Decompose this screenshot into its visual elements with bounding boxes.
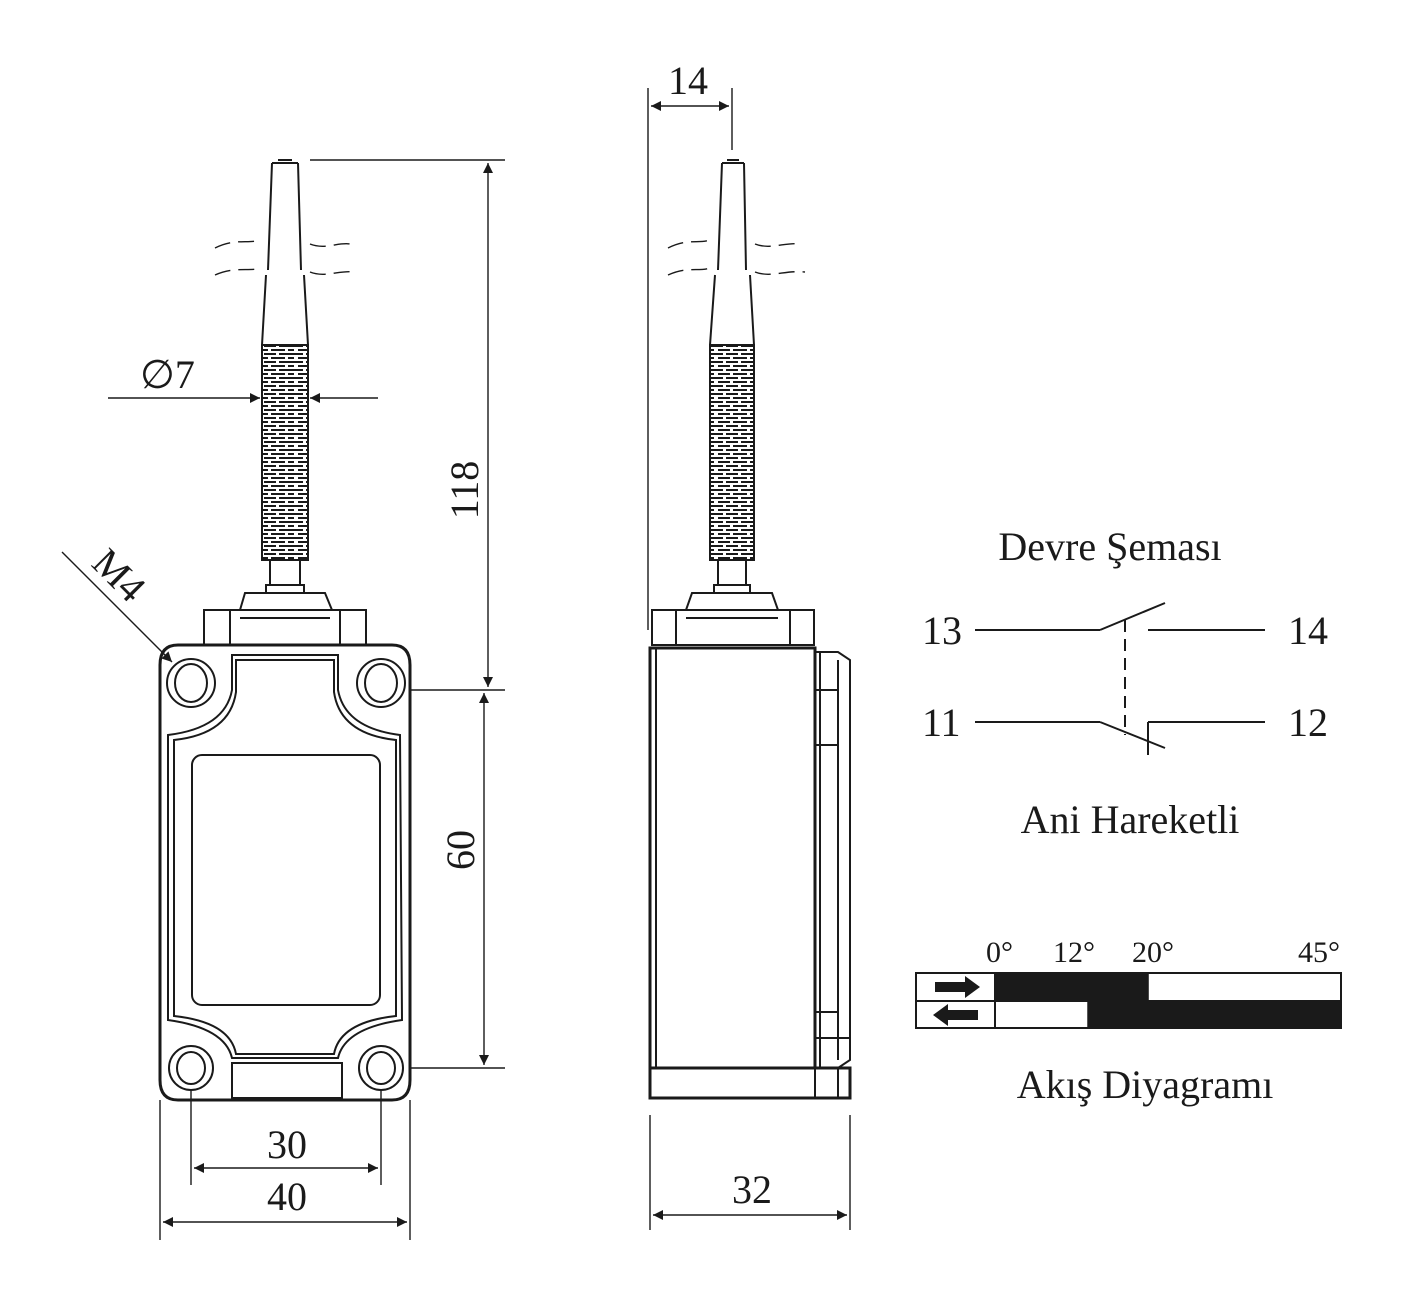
angle-label-12: 12° [1053, 936, 1095, 969]
flow-diagram: 0° 12° 20° 45° Akış Diyagramı [915, 936, 1342, 1107]
angle-label-0: 0° [986, 936, 1013, 969]
dim-32: 32 [732, 1167, 772, 1212]
return-arrow-icon [933, 1004, 978, 1026]
flow-bar-return-0 [1087, 1001, 1341, 1028]
terminal-11: 11 [922, 700, 961, 745]
dim-60: 60 [438, 830, 483, 870]
angle-label-45: 45° [1298, 936, 1340, 969]
circuit-diagram: Devre Şeması 13 14 11 12 Ani Hareketli [922, 524, 1328, 842]
side-body [648, 646, 817, 1070]
mount-hole-icon [364, 663, 398, 703]
dim-40: 40 [267, 1174, 307, 1219]
dim-diameter-7: ∅7 [140, 352, 195, 397]
mount-hole-icon [174, 663, 208, 703]
terminal-13: 13 [922, 608, 962, 653]
circuit-subtitle: Ani Hareketli [1021, 797, 1240, 842]
front-view: 118 60 ∅7 M4 30 40 [61, 159, 505, 1240]
circuit-title: Devre Şeması [998, 524, 1221, 569]
spring-coil [261, 344, 309, 561]
spring-coil [709, 344, 755, 561]
dim-118: 118 [442, 461, 487, 520]
dim-14: 14 [668, 58, 708, 103]
forward-arrow-icon [935, 976, 980, 998]
angle-label-20: 20° [1132, 936, 1174, 969]
thread-m4: M4 [84, 540, 155, 611]
flow-title: Akış Diyagramı [1017, 1062, 1274, 1107]
terminal-12: 12 [1288, 700, 1328, 745]
flow-bar-forward-0 [995, 973, 1149, 1001]
mount-hole-icon [176, 1051, 206, 1085]
front-window [191, 754, 381, 1006]
dim-30: 30 [267, 1122, 307, 1167]
terminal-14: 14 [1288, 608, 1328, 653]
mount-hole-icon [366, 1051, 396, 1085]
side-view: 14 32 [647, 58, 852, 1230]
